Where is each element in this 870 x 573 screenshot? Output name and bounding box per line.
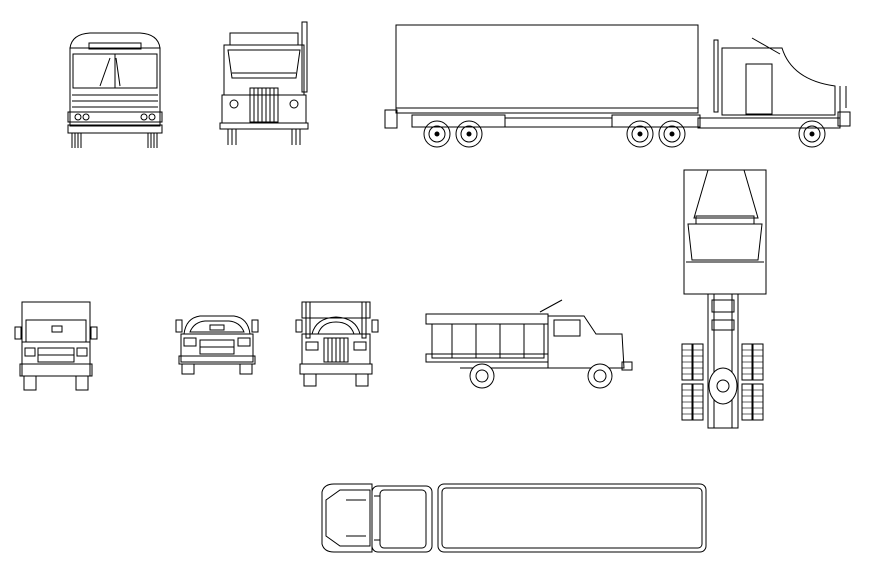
conventional-truck-front-view (295, 301, 379, 387)
dump-truck-side-view (425, 299, 633, 389)
semi-trailer-side-view (384, 24, 851, 148)
tractor-dual-tires (681, 343, 764, 421)
pickup-front-view (175, 315, 259, 375)
tractor-top-view (681, 169, 767, 429)
semi-trailer-top-view (321, 483, 707, 553)
box-truck-front-view (14, 301, 98, 391)
bus-front-view (67, 32, 163, 148)
trailer-wheels (423, 120, 826, 148)
cabover-truck-front-view (219, 21, 309, 145)
